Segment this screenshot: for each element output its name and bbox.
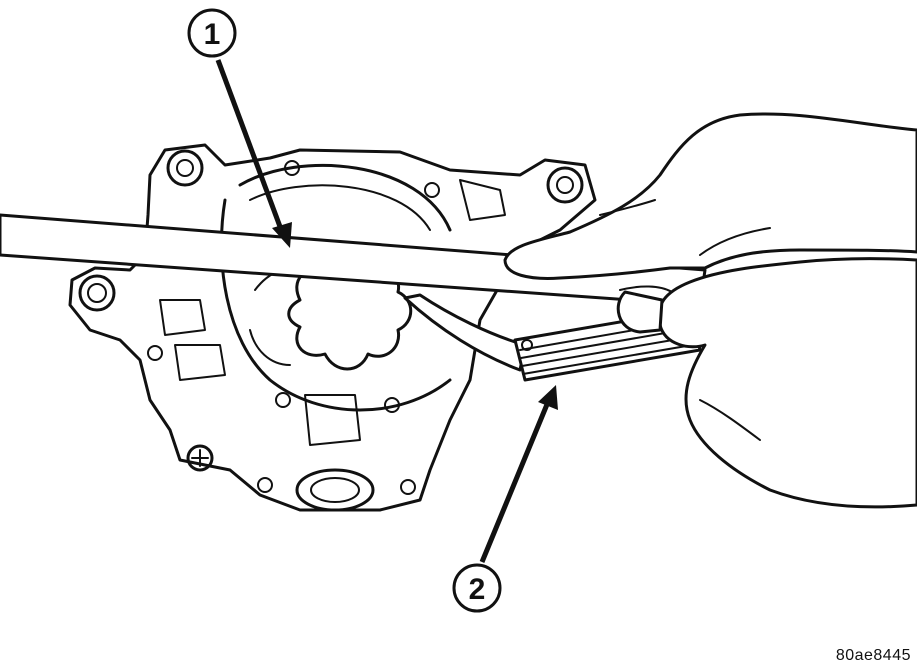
callout-1-arrow [215,59,292,248]
upper-hand [503,112,917,280]
lower-hand [616,257,917,509]
callout-1: 1 [187,8,237,58]
figure-code: 80ae8445 [835,647,911,664]
callout-1-label: 1 [204,18,221,51]
callout-2: 2 [452,563,502,613]
callout-2-label: 2 [469,573,486,606]
callout-2-arrow [479,385,558,563]
